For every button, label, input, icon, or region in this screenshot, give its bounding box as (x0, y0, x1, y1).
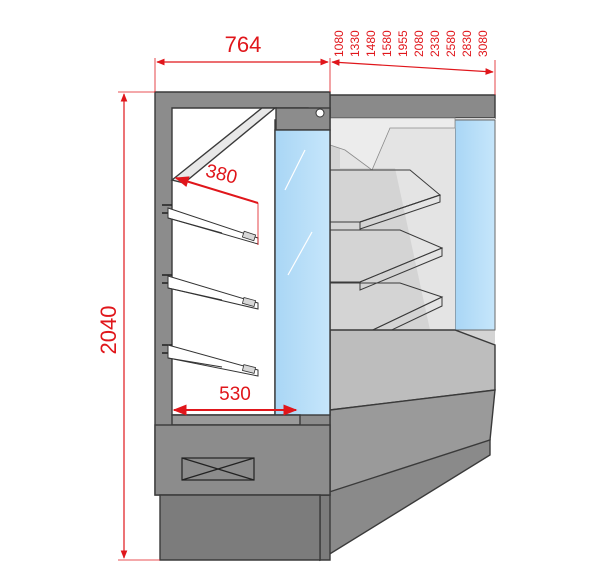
height-label: 2040 (96, 306, 121, 355)
front-glass-panel (274, 129, 331, 416)
length-option: 2080 (412, 30, 426, 57)
shelf-bracket-3 (162, 344, 259, 377)
vent-grille-icon (181, 457, 255, 481)
length-option: 2830 (460, 30, 474, 57)
shelf-bracket-2 (162, 274, 259, 310)
width-label: 764 (225, 32, 262, 57)
dimension-base-depth: 530 (172, 384, 298, 416)
length-option: 2330 (428, 30, 442, 57)
length-option: 1080 (332, 30, 346, 57)
dimension-height: 2040 (96, 91, 160, 561)
base-depth-label: 530 (219, 384, 251, 405)
cabinet-side-section (154, 91, 331, 561)
length-option: 1480 (364, 30, 378, 57)
shelf-bracket-1 (162, 204, 259, 245)
length-options: 1080 1330 1480 1580 1955 2080 2330 2580 … (332, 30, 490, 57)
length-option: 2580 (444, 30, 458, 57)
length-option: 1330 (348, 30, 362, 57)
cabinet-perspective (319, 94, 496, 562)
dimension-width: 764 (154, 32, 331, 92)
length-option: 3080 (476, 30, 490, 57)
dimension-length: 1080 1330 1480 1580 1955 2080 2330 2580 … (331, 30, 496, 95)
length-option: 1580 (380, 30, 394, 57)
light-icon (315, 108, 325, 118)
length-option: 1955 (396, 30, 410, 57)
